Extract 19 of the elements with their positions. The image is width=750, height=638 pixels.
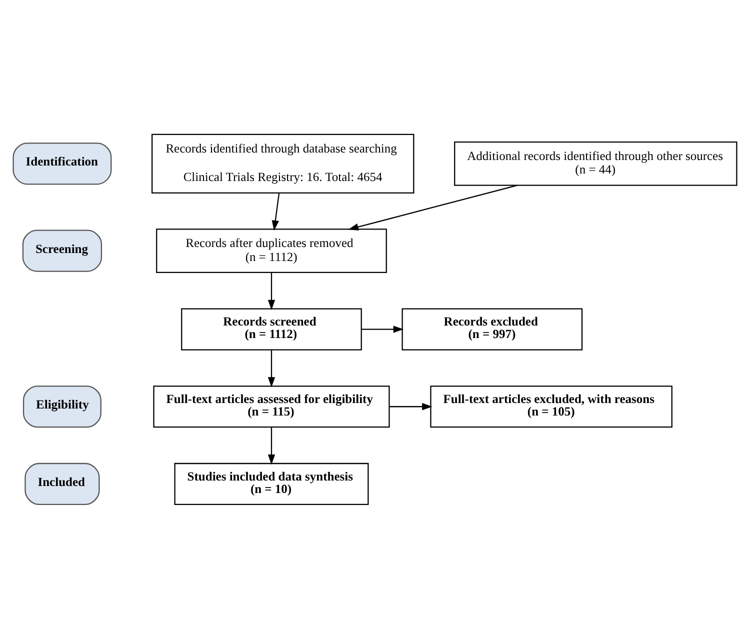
- node-box: Eligibility: [22, 385, 102, 428]
- node-box: Additional records identified through other sources (n = 44): [454, 140, 738, 186]
- node-box: Full-text articles excluded, with reasons (n = 105): [430, 385, 672, 428]
- node-box: Full-text articles assessed for eligibility (n = 115): [153, 385, 390, 428]
- arrow: [390, 402, 432, 410]
- arrow: [268, 427, 276, 464]
- arrow: [268, 350, 276, 387]
- arrow: [268, 272, 276, 310]
- arrow: [348, 184, 518, 230]
- node-box: Records identified through database searching Clinical Trials Registry: 16. Total: 4654: [152, 133, 414, 193]
- node-box: Identification: [12, 142, 112, 184]
- node-box: Screening: [22, 229, 102, 272]
- arrow: [362, 325, 404, 332]
- node-box: Records excluded (n = 997): [402, 308, 583, 350]
- node-box: Included: [24, 462, 100, 505]
- node-box: Records after duplicates removed (n = 1112): [156, 228, 387, 272]
- node-box: Studies included data synthesis (n = 10): [174, 462, 369, 505]
- arrow: [272, 192, 280, 230]
- node-box: Records screened (n = 1112): [181, 308, 362, 350]
